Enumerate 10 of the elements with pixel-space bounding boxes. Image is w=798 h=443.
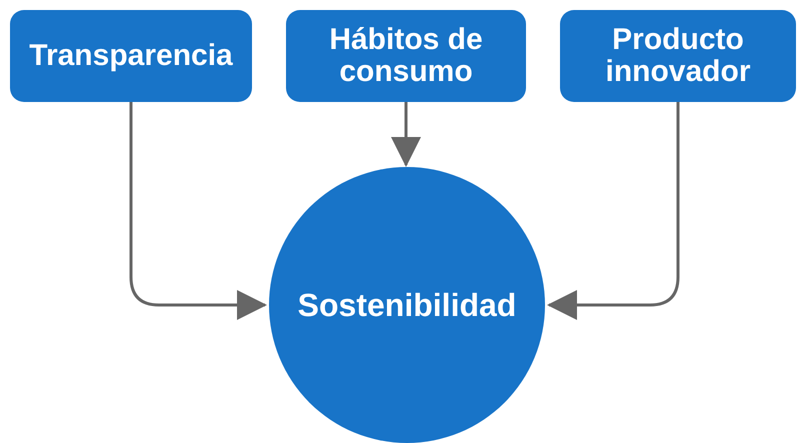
concept-box (560, 10, 796, 102)
node-label: Hábitos de consumo (328, 24, 484, 88)
arrow (547, 102, 680, 320)
arrow (130, 102, 267, 320)
arrow (391, 102, 421, 167)
node-label: Producto innovador (604, 24, 752, 88)
node-label: Transparencia (29, 40, 233, 72)
concept-box (10, 10, 252, 102)
node-label: Sostenibilidad (298, 286, 516, 324)
concept-box (286, 10, 526, 102)
